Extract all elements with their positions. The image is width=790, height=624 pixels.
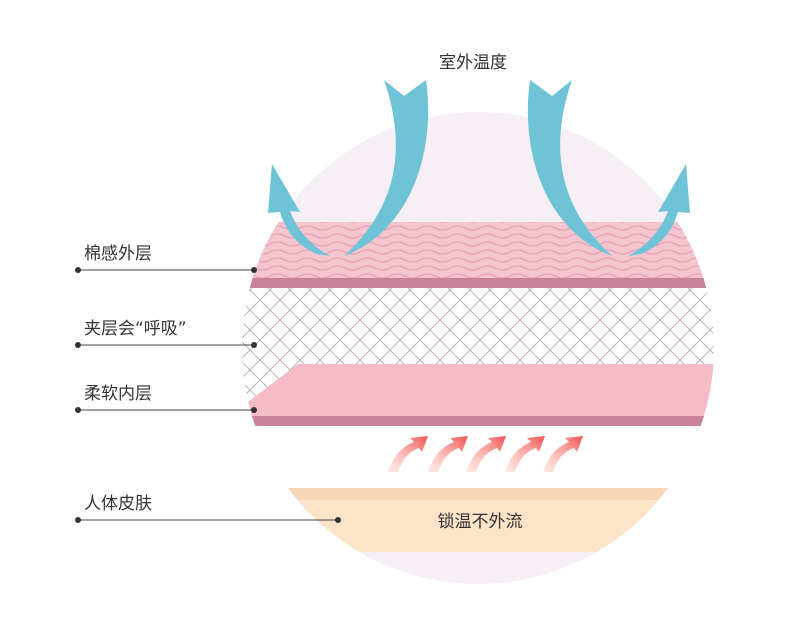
layer-label-inner: 柔软内层 [84, 384, 152, 404]
cold-arrow-left [268, 80, 429, 256]
layer-label-skin: 人体皮肤 [84, 494, 152, 514]
warm-arrow [505, 436, 545, 472]
layer-label-middle: 夹层会“呼吸” [84, 319, 187, 339]
warm-arrow [428, 436, 468, 472]
outer-layer [242, 222, 714, 288]
warm-arrow [543, 436, 583, 472]
warm-arrows [388, 436, 583, 472]
warm-arrow [466, 436, 506, 472]
layer-label-outer: 棉感外层 [84, 244, 152, 264]
leader-lines [78, 269, 338, 521]
warm-arrow [388, 436, 428, 472]
skin-note: 锁温不外流 [438, 512, 523, 532]
inner-layer [242, 364, 714, 426]
leader-dots [75, 267, 341, 523]
title-label: 室外温度 [439, 53, 507, 73]
cold-arrow-right [527, 80, 690, 256]
